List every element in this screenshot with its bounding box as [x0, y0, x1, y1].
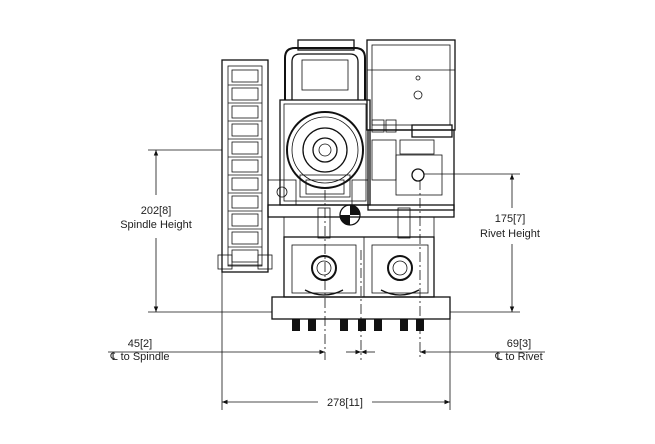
chain-link: [231, 213, 259, 227]
rivet-height-dimension: 175[7] Rivet Height: [424, 173, 540, 313]
spindle-height-dimension: 202[8] Spindle Height: [120, 149, 272, 313]
top-handle: [284, 39, 366, 100]
chain-link: [231, 231, 259, 245]
bolt: [308, 319, 316, 331]
chain-link: [231, 87, 259, 101]
chain-link: [231, 123, 259, 137]
spindle-height-value: 202[8]: [141, 205, 172, 217]
chain-link: [231, 195, 259, 209]
chain-link: [231, 159, 259, 173]
lower-block: [271, 236, 451, 320]
rivet-offset-dimension: 69[3] ℄ to Rivet: [346, 338, 545, 363]
spindle-housing: [279, 99, 371, 206]
spindle-offset-value: 45[2]: [128, 338, 152, 350]
mounting-bolts: [292, 319, 424, 331]
spindle-height-label: Spindle Height: [120, 219, 192, 231]
chain-link: [231, 177, 259, 191]
center-lines: [324, 180, 421, 360]
overall-width-value: 278[11]: [327, 397, 363, 409]
machine-assembly: [217, 39, 456, 331]
rivet-height-value: 175[7]: [495, 213, 526, 225]
cable-chain: [217, 59, 273, 273]
rivet-mechanism: [367, 119, 455, 211]
bolt: [374, 319, 382, 331]
spindle-offset-dimension: 45[2] ℄ to Spindle: [108, 338, 375, 363]
bolt: [292, 319, 300, 331]
chain-link: [231, 141, 259, 155]
chain-link: [231, 105, 259, 119]
rivet-offset-value: 69[3]: [507, 338, 531, 350]
rivet-offset-label: ℄ to Rivet: [494, 351, 542, 363]
overall-width-dimension: 278[11]: [221, 272, 451, 410]
chain-link: [231, 69, 259, 83]
chain-link: [231, 249, 259, 263]
rivet-height-label: Rivet Height: [480, 228, 540, 240]
spindle-offset-label: ℄ to Spindle: [109, 351, 169, 363]
bolt: [340, 319, 348, 331]
bolt: [358, 319, 366, 331]
motor-box: [366, 39, 456, 138]
bolt: [400, 319, 408, 331]
